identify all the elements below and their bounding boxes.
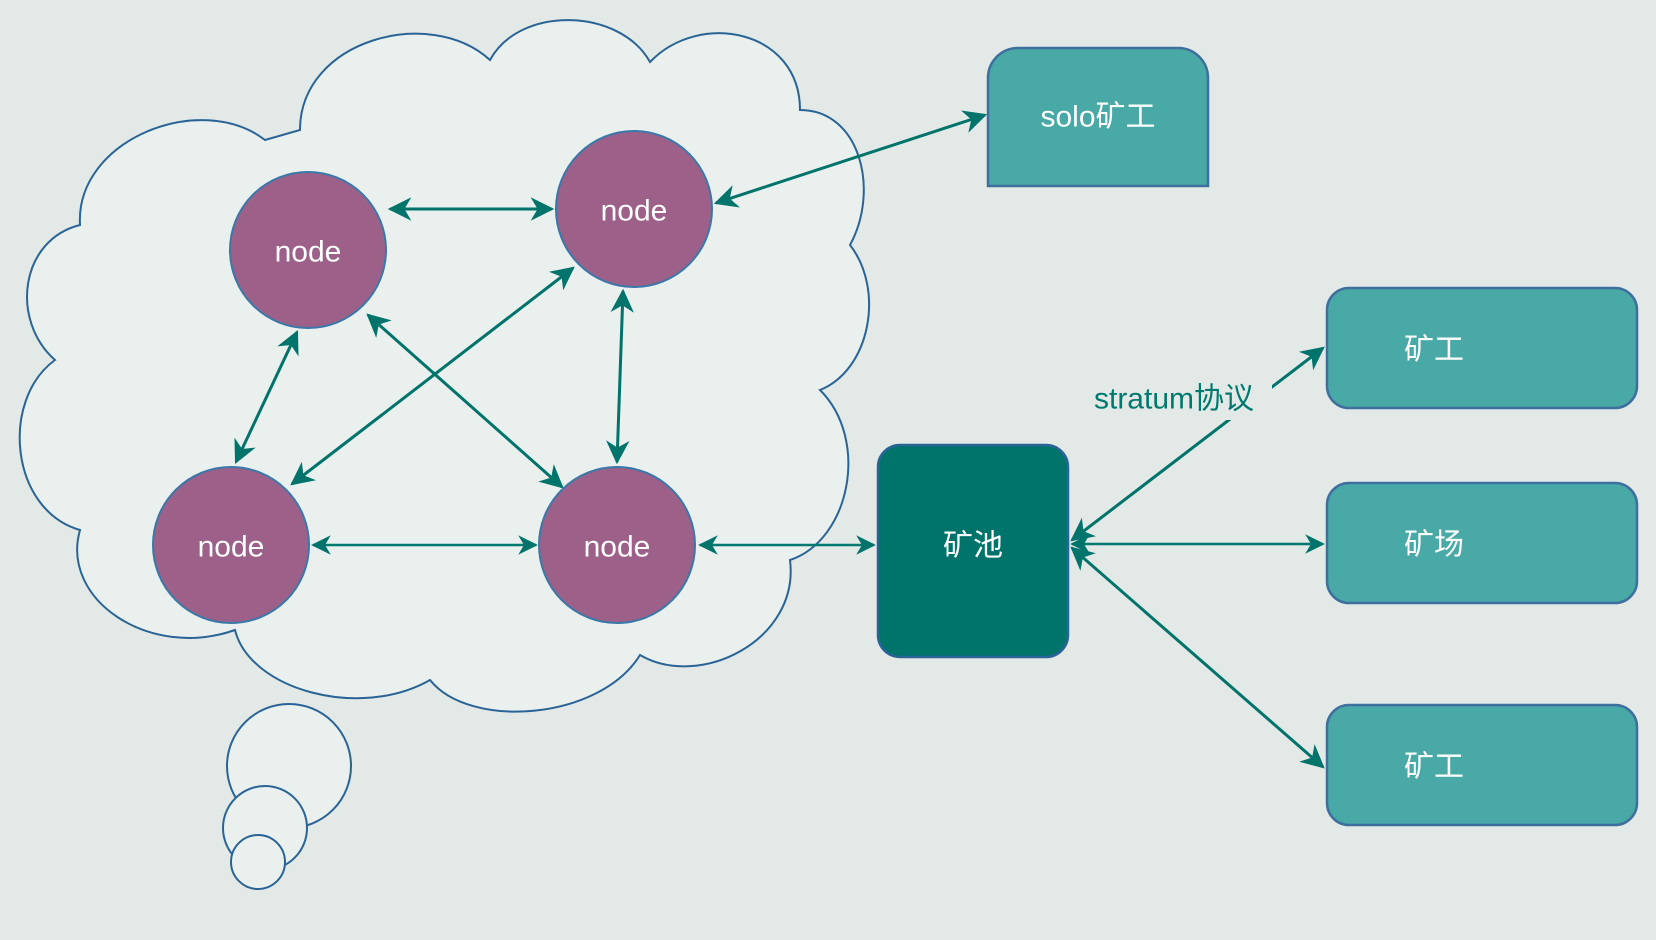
solo-miner-box[interactable]: solo矿工 (986, 46, 1210, 188)
node-bottom-right-label: node (584, 531, 651, 564)
solo-miner-box-shape[interactable] (986, 46, 1210, 188)
node-top-right-circle[interactable] (555, 130, 713, 288)
miner-top-label: 矿工 (1404, 334, 1464, 367)
stratum-label-backdrop (1078, 378, 1272, 420)
mining-pool-box[interactable]: 矿池 (876, 443, 1070, 659)
link-topleft-bottomleft (234, 329, 299, 465)
entity-boxes: solo矿工 矿池 矿工 矿场 矿工 (876, 46, 1639, 827)
mining-pool-label: 矿池 (943, 530, 1003, 563)
miner-bottom-label: 矿工 (1404, 751, 1464, 784)
link-topright-bottomright (606, 288, 634, 465)
link-pool-miner-top (1070, 346, 1325, 542)
mine-farm-box-shape[interactable] (1325, 481, 1639, 605)
link-topright-bottomleft (290, 266, 575, 486)
solo-miner-label: solo矿工 (1040, 101, 1155, 134)
link-pool-miner-bottom (1070, 546, 1325, 769)
node-bottom-left[interactable]: node (152, 466, 310, 624)
node-top-left-label: node (275, 236, 342, 269)
stratum-protocol-label: stratum协议 (1094, 383, 1254, 416)
node-top-right[interactable]: node (555, 130, 713, 288)
mining-pool-box-shape[interactable] (876, 443, 1070, 659)
node-bottom-left-label: node (198, 531, 265, 564)
node-bottom-right[interactable]: node (538, 466, 696, 624)
mine-farm-box[interactable]: 矿场 (1325, 481, 1639, 605)
mine-farm-label: 矿场 (1404, 529, 1464, 562)
link-node-solo-miner (713, 110, 988, 208)
node-top-left[interactable]: node (229, 171, 387, 329)
miner-bottom-box-shape[interactable] (1325, 703, 1639, 827)
node-bottom-left-circle[interactable] (152, 466, 310, 624)
network-nodes: node node node node (152, 130, 713, 624)
node-top-left-circle[interactable] (229, 171, 387, 329)
node-bottom-right-circle[interactable] (538, 466, 696, 624)
miner-bottom-box[interactable]: 矿工 (1325, 703, 1639, 827)
edge-label-group: stratum协议 (1078, 378, 1272, 420)
node-top-right-label: node (601, 195, 668, 228)
cloud-bubble-small (230, 834, 286, 890)
miner-top-box-shape[interactable] (1325, 286, 1639, 410)
network-links (234, 110, 1325, 769)
p2p-network-cloud (18, 19, 871, 890)
miner-top-box[interactable]: 矿工 (1325, 286, 1639, 410)
